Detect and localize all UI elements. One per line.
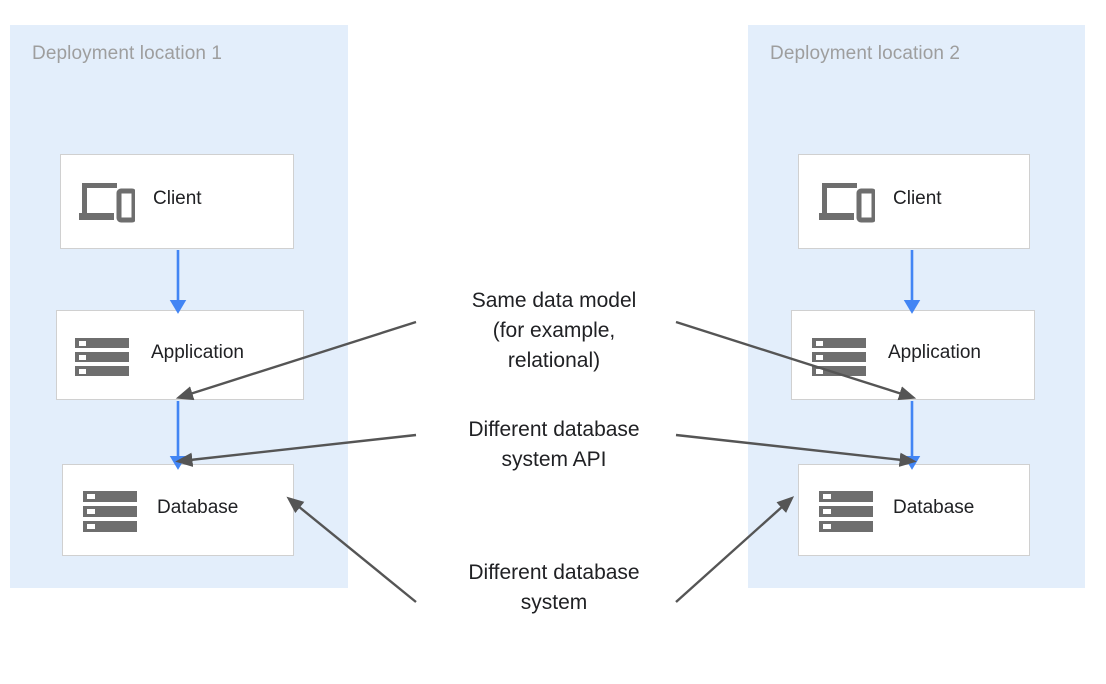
devices-icon: [79, 181, 137, 230]
node-client-2-label: Client: [893, 188, 942, 209]
node-database-1-label: Database: [157, 497, 239, 518]
database-stack-icon: [83, 490, 139, 539]
node-application-1[interactable]: Application: [56, 310, 304, 400]
node-application-2-label: Application: [888, 342, 981, 363]
annotation-different-database-system-api: Different database system API: [468, 418, 640, 471]
node-application-2[interactable]: Application: [791, 310, 1035, 400]
node-client-1-label: Client: [153, 188, 202, 209]
node-client-2[interactable]: Client: [798, 154, 1030, 249]
node-application-1-label: Application: [151, 342, 244, 363]
node-database-1[interactable]: Database: [62, 464, 294, 556]
devices-icon: [819, 181, 877, 230]
deployment-zone-2-label: Deployment location 2: [770, 43, 961, 64]
server-stack-icon: [75, 337, 131, 384]
node-database-2[interactable]: Database: [798, 464, 1030, 556]
node-client-1[interactable]: Client: [60, 154, 294, 249]
annotation-different-database-system: Different database system: [468, 561, 640, 614]
database-stack-icon: [819, 490, 875, 539]
server-stack-icon: [812, 337, 868, 384]
node-database-2-label: Database: [893, 497, 975, 518]
deployment-zone-1-label: Deployment location 1: [32, 43, 223, 64]
annotation-same-data-model: Same data model (for example, relational…: [471, 289, 637, 372]
